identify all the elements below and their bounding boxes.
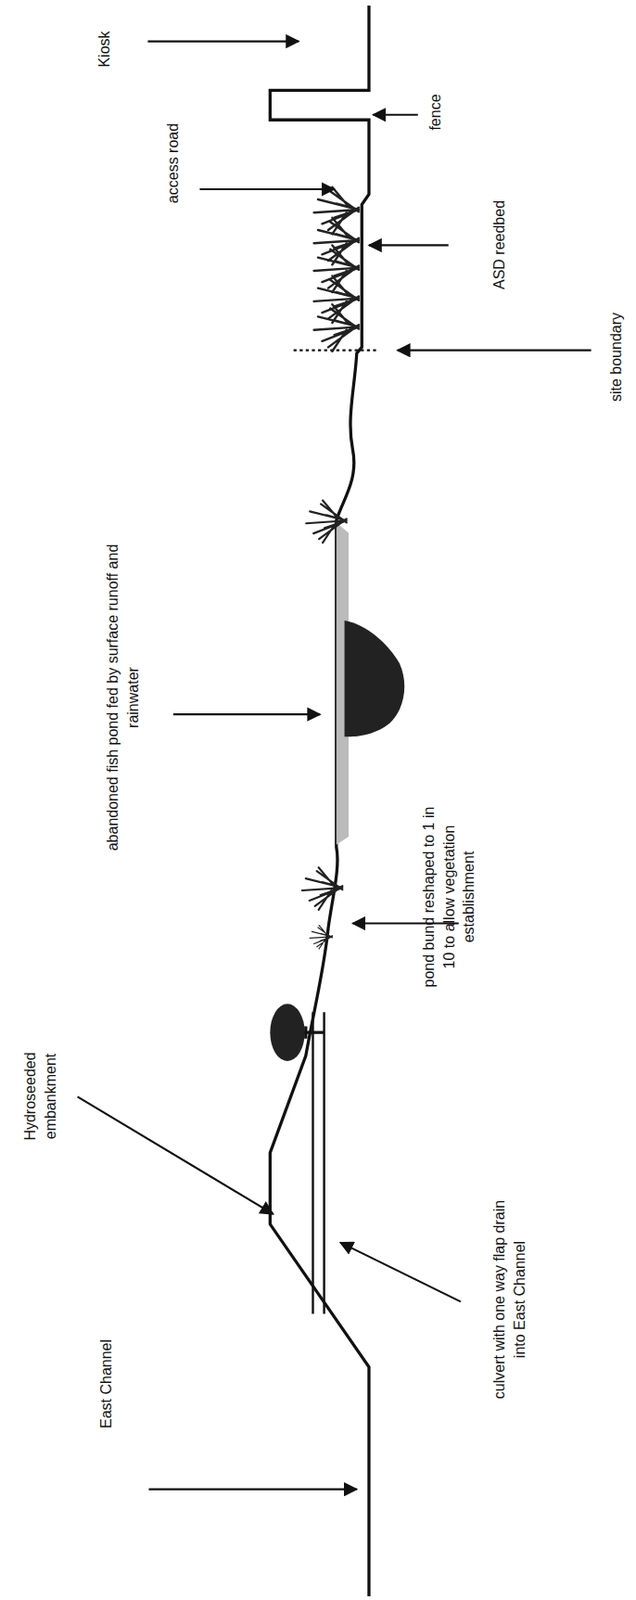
part-label: access road	[163, 107, 184, 219]
site-boundary-line	[293, 349, 380, 352]
tree-crown	[269, 1003, 305, 1061]
part-label: site boundary	[606, 292, 627, 422]
part-label: fence	[425, 84, 446, 140]
part-label: Hydroseeded embankment	[20, 1043, 61, 1150]
part-label: East Channel	[96, 1327, 117, 1439]
leader-arrows	[77, 41, 592, 1489]
reeds	[302, 187, 359, 949]
note-label: pond bund reshaped to 1 in 10 to allow v…	[419, 801, 480, 993]
part-label: culvert with one way flap drain into Eas…	[489, 1195, 530, 1404]
pond-mound	[344, 620, 406, 737]
part-label: abandoned fish pond fed by surface runof…	[102, 537, 143, 858]
culvert	[313, 1011, 325, 1313]
ground-profile	[269, 5, 369, 1596]
equipment-label: Kiosk	[94, 12, 115, 87]
part-label: ASD reedbed	[489, 184, 510, 306]
